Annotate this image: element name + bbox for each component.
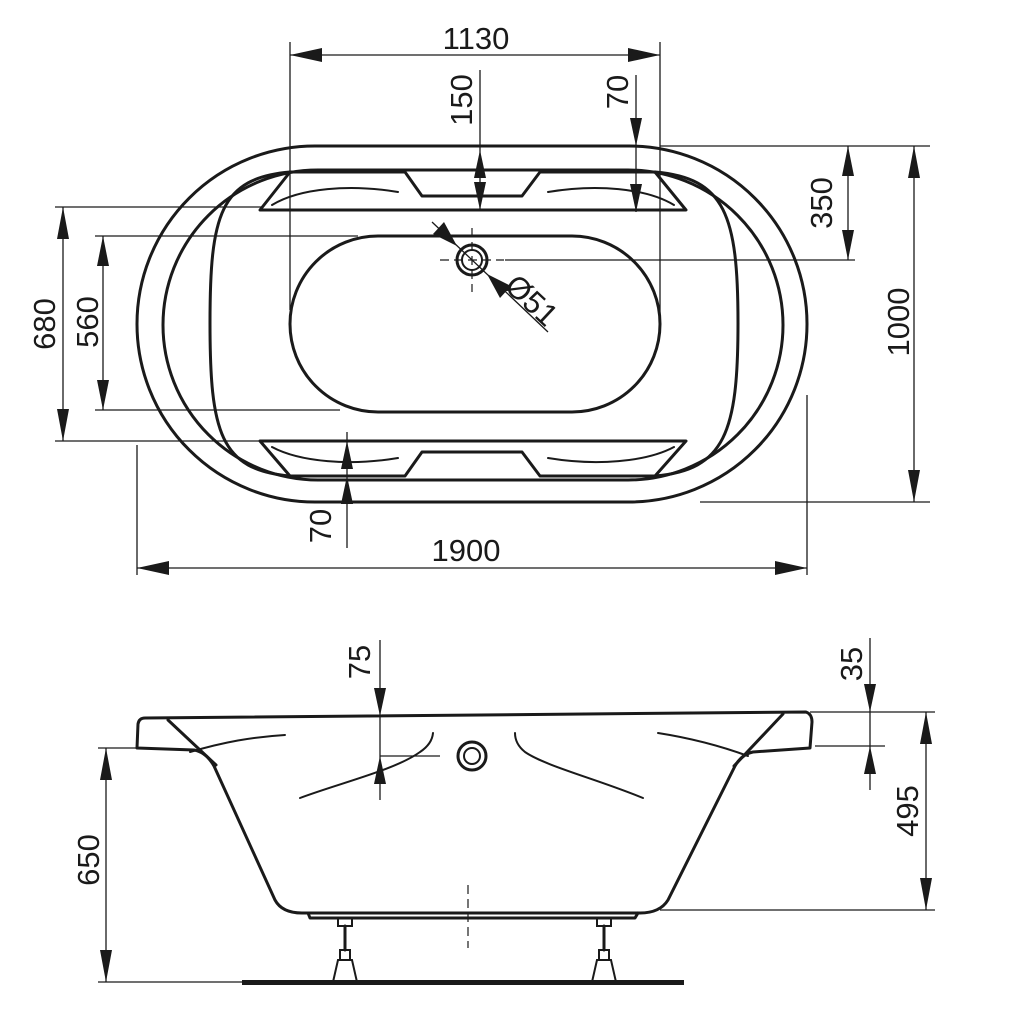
dim-tub-depth: 495 xyxy=(890,785,925,837)
side-view: 75 35 495 650 xyxy=(71,638,935,985)
dim-overflow-offset: 150 xyxy=(444,74,479,126)
dim-total-width: 1000 xyxy=(881,288,916,357)
support-leg-left xyxy=(331,917,359,983)
dim-drain-offset: 350 xyxy=(804,177,839,229)
tub-floor-base xyxy=(306,911,640,920)
top-headrest-right xyxy=(547,187,675,206)
support-leg-right xyxy=(590,917,618,983)
bottom-shelf xyxy=(258,439,688,478)
dim-headrest-inset: 70 xyxy=(600,75,635,109)
dim-total-length: 1900 xyxy=(432,533,501,568)
top-view: 1130 150 70 350 1000 680 560 xyxy=(27,21,930,575)
rim-left-slope xyxy=(166,718,218,767)
bottom-headrest-right xyxy=(547,446,675,464)
bowl-frame-left xyxy=(208,170,292,478)
rim-inner-outline xyxy=(161,168,785,482)
overflow-outer-icon xyxy=(456,740,488,772)
dim-width-560: 560 xyxy=(70,296,105,348)
dim-inner-length: 1130 xyxy=(443,21,510,56)
top-headrest-left xyxy=(271,187,399,206)
tub-body-outline xyxy=(135,710,814,915)
overflow-inner-icon xyxy=(463,747,481,765)
top-shelf xyxy=(258,170,688,212)
floor-line xyxy=(242,980,684,985)
dim-rim-thickness: 35 xyxy=(834,647,869,681)
bottom-headrest-left xyxy=(271,446,399,464)
dim-armrest-inset: 70 xyxy=(303,509,338,543)
dim-overflow-height: 75 xyxy=(342,645,377,679)
drain-diameter-label: Ø51 xyxy=(498,268,565,334)
bowl-frame-right xyxy=(653,170,740,478)
outer-rim-outline xyxy=(135,144,809,504)
rim-right-slope xyxy=(732,712,785,768)
dim-total-height: 650 xyxy=(71,834,106,886)
dim-width-680: 680 xyxy=(27,298,62,350)
